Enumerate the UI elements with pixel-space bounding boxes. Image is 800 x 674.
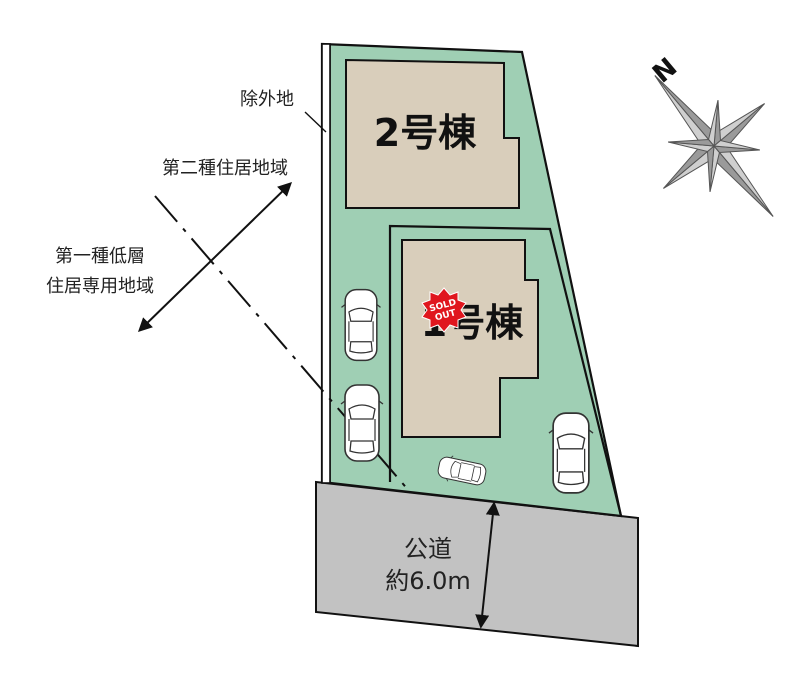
building-2 — [345, 58, 520, 209]
zone-arrow — [137, 182, 293, 332]
road-label-line2: 約6.0m — [385, 567, 471, 595]
car-icon — [340, 384, 384, 462]
compass-north-label: N — [647, 52, 683, 89]
compass-rose-icon — [654, 75, 774, 217]
excluded-land-label: 除外地 — [240, 89, 294, 110]
lot-1-boundary — [388, 224, 623, 517]
road-label-line1: 公道 — [404, 535, 452, 563]
excluded-land-leader — [304, 111, 327, 133]
zone-second-label: 第二種住居地域 — [162, 158, 288, 179]
road-width-arrow — [475, 501, 500, 629]
zone-first-label-line1: 第一種低層 — [55, 246, 145, 267]
building-1 — [401, 239, 539, 438]
building-2-label: 2号棟 — [374, 111, 477, 155]
car-icon — [548, 412, 594, 494]
zone-first-label-line2: 住居専用地域 — [46, 276, 154, 297]
car-icon — [340, 288, 382, 362]
sold-out-badge: SOLD OUT — [421, 287, 467, 333]
